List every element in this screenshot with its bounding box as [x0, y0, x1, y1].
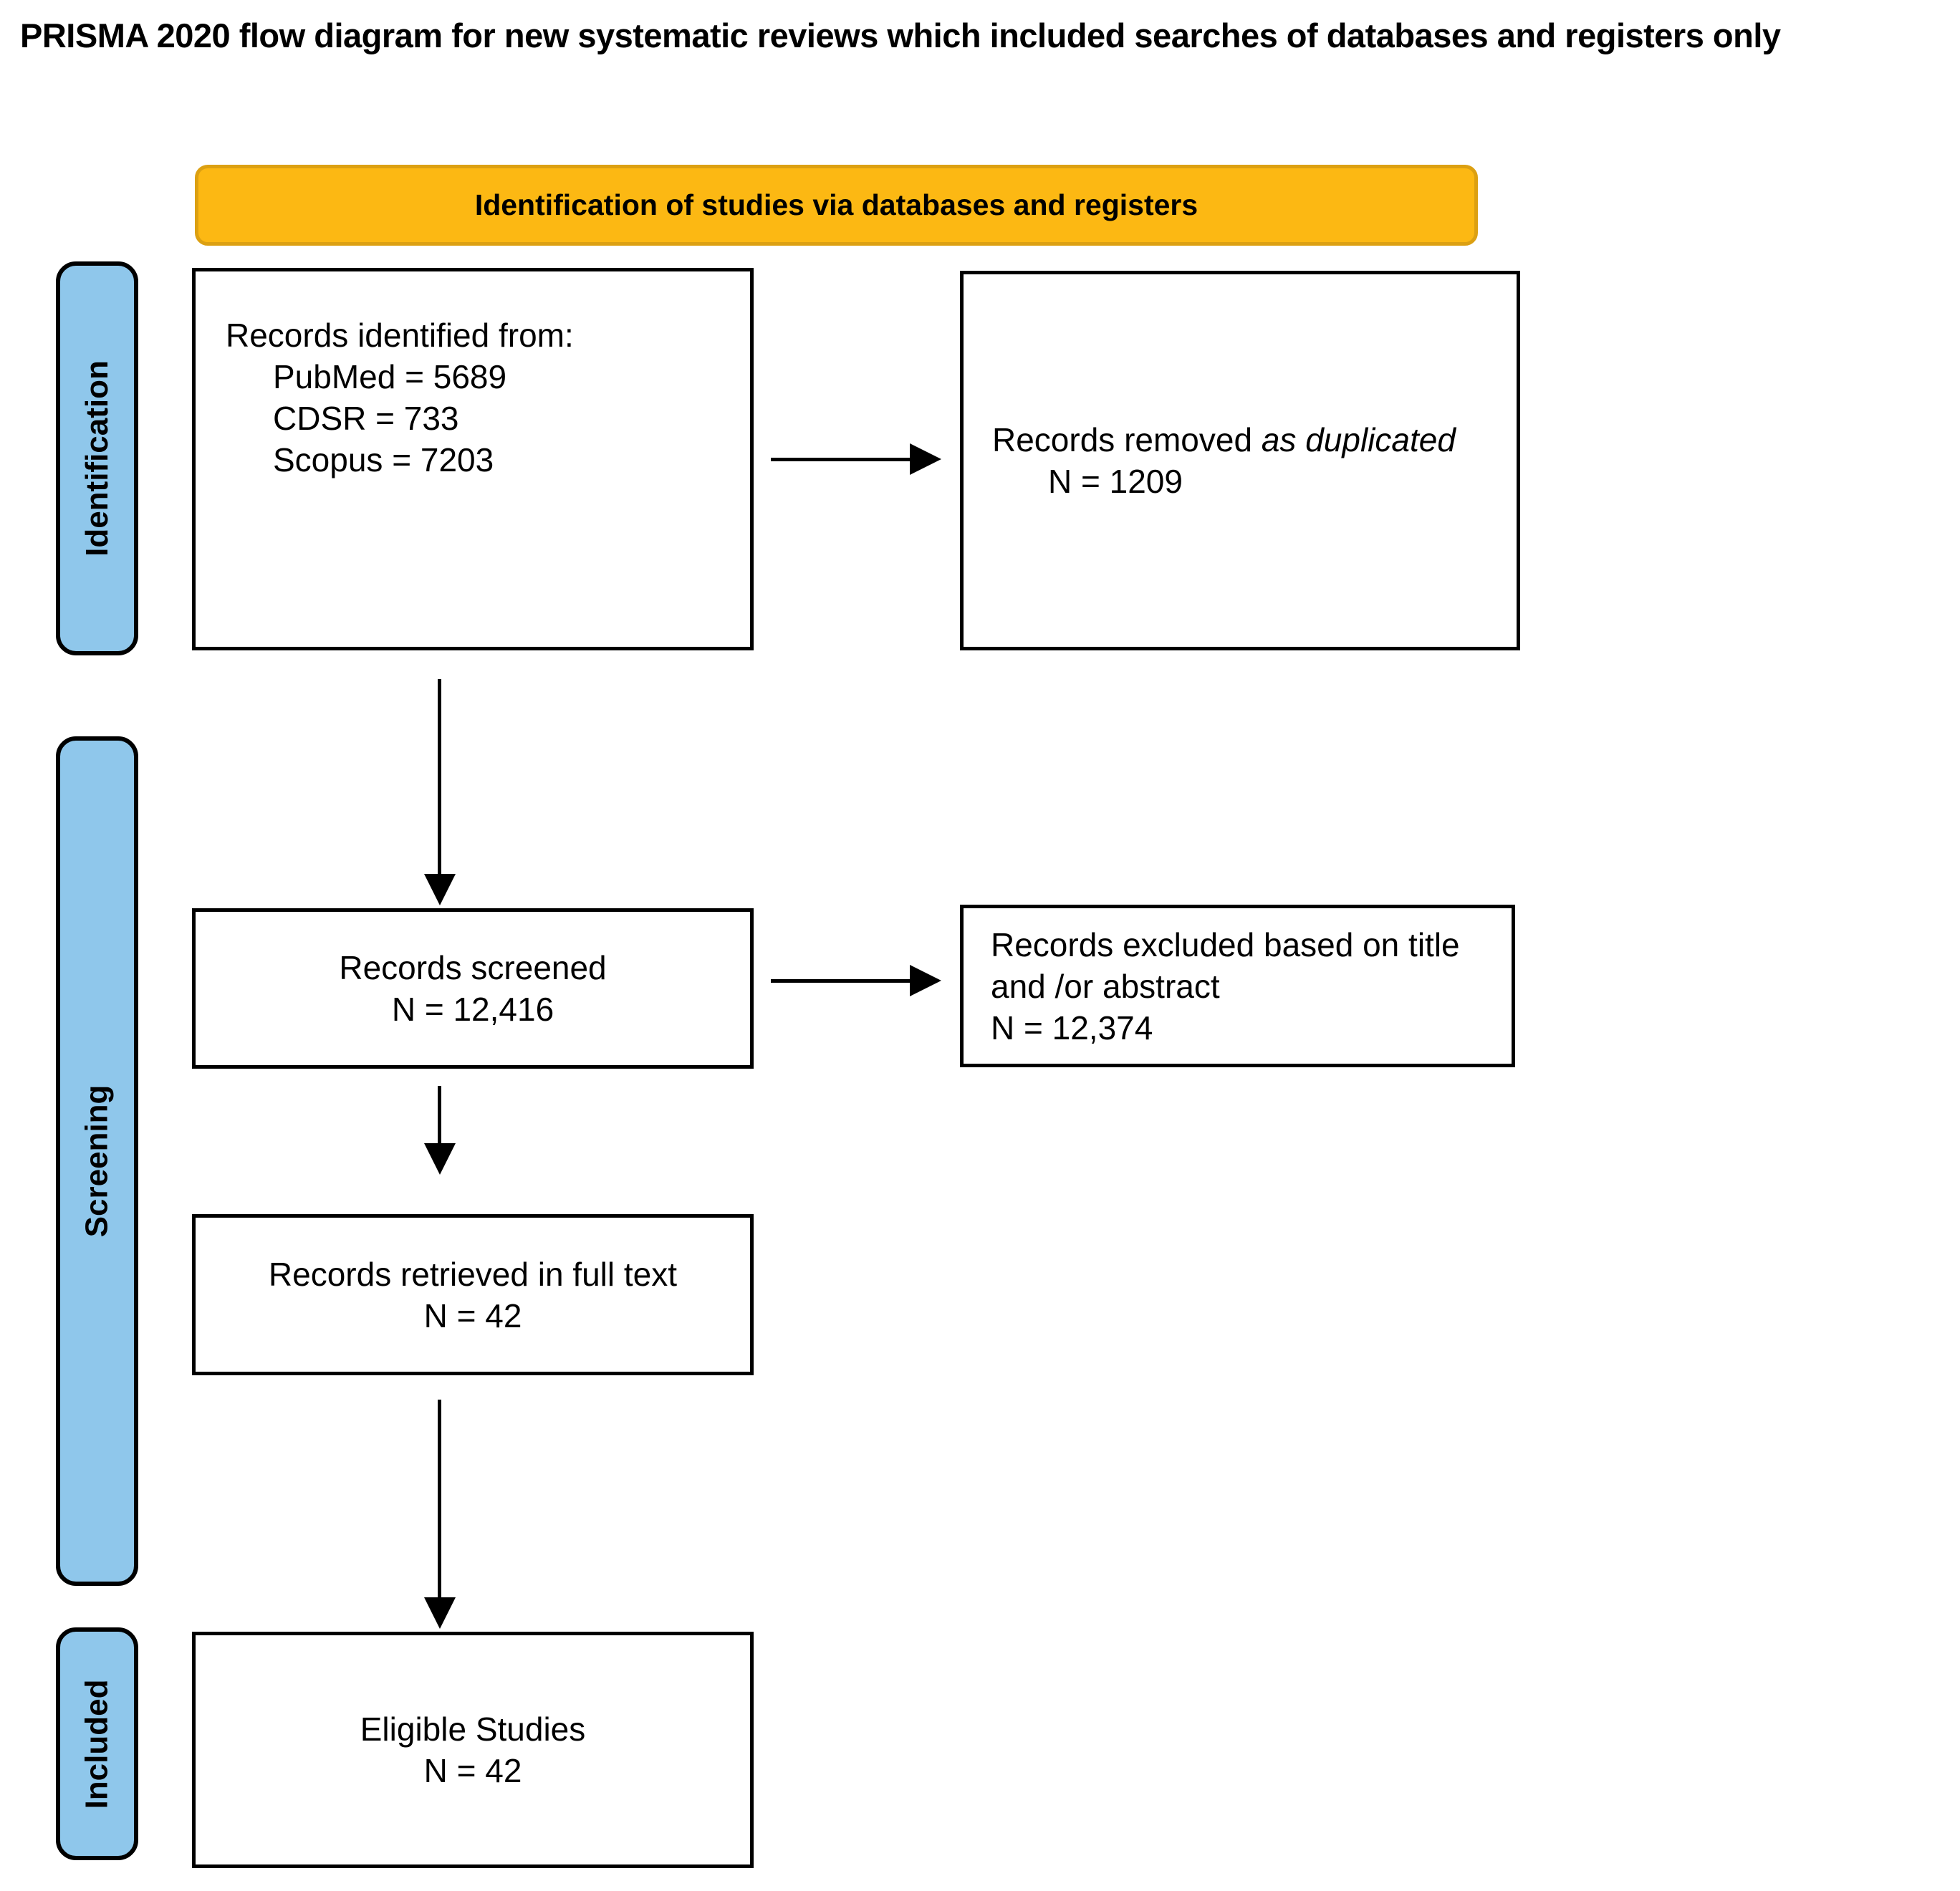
box-records-excluded: Records excluded based on title and /or …: [960, 905, 1515, 1067]
records-screened-label: Records screened: [339, 949, 607, 986]
arrow-identified-to-removed-head: [910, 443, 941, 475]
records-removed-label-italic: as duplicated: [1261, 421, 1456, 458]
records-identified-source: PubMed = 5689: [273, 358, 507, 395]
banner-label: Identification of studies via databases …: [474, 188, 1198, 221]
records-excluded-count: N = 12,374: [991, 1009, 1153, 1046]
box-records-screened: Records screened N = 12,416: [192, 908, 754, 1069]
records-identified-source: CDSR = 733: [273, 400, 459, 437]
banner: Identification of studies via databases …: [195, 165, 1478, 246]
arrow-screened-to-excluded-line: [771, 979, 911, 983]
box-records-retrieved: Records retrieved in full text N = 42: [192, 1214, 754, 1375]
box-records-identified: Records identified from: PubMed = 5689 C…: [192, 268, 754, 650]
box-eligible-studies: Eligible Studies N = 42: [192, 1632, 754, 1868]
arrow-identified-to-screened-line: [438, 679, 441, 874]
page-title: PRISMA 2020 flow diagram for new systema…: [20, 16, 1781, 54]
records-identified-title: Records identified from:: [226, 317, 574, 354]
records-retrieved-count: N = 42: [423, 1296, 522, 1334]
stage-label-screening: Screening: [56, 736, 138, 1586]
records-removed-count: N = 1209: [1048, 463, 1183, 500]
arrow-retrieved-to-eligible-line: [438, 1400, 441, 1597]
records-excluded-label-line1: Records excluded based on title: [991, 925, 1460, 963]
records-identified-source: Scopus = 7203: [273, 441, 494, 478]
arrow-retrieved-to-eligible-head: [424, 1597, 456, 1629]
records-excluded-label-line2: and /or abstract: [991, 967, 1220, 1005]
stage-label-identification: Identification: [56, 261, 138, 655]
box-records-removed: Records removed as duplicated N = 1209: [960, 271, 1520, 650]
arrow-screened-to-excluded-head: [910, 965, 941, 996]
eligible-studies-label: Eligible Studies: [360, 1710, 586, 1748]
records-screened-count: N = 12,416: [391, 991, 554, 1028]
arrow-identified-to-screened-head: [424, 874, 456, 905]
eligible-studies-count: N = 42: [423, 1752, 522, 1789]
arrow-identified-to-removed-line: [771, 458, 911, 461]
records-retrieved-label: Records retrieved in full text: [268, 1255, 678, 1293]
stage-label-included: Included: [56, 1627, 138, 1860]
arrow-screened-to-retrieved-head: [424, 1143, 456, 1175]
arrow-screened-to-retrieved-line: [438, 1086, 441, 1143]
records-removed-label: Records removed: [992, 421, 1262, 458]
